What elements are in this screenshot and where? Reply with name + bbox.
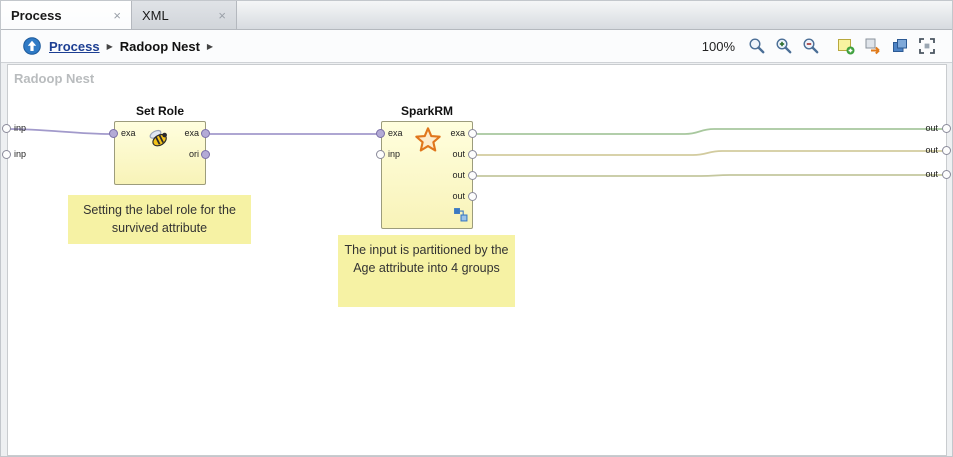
sticky-note-sparkrm-text: The input is partitioned by the Age attr… [344, 243, 509, 275]
tab-xml[interactable]: XML × [132, 1, 237, 29]
canvas-output-port-3[interactable] [942, 170, 951, 179]
bee-icon [145, 125, 173, 158]
tab-process-label: Process [11, 7, 62, 23]
canvas-input-port-2-label: inp [14, 149, 27, 159]
canvas-input-port-2[interactable] [2, 150, 11, 159]
set-role-title: Set Role [135, 104, 184, 118]
subprocess-icon[interactable] [453, 207, 468, 227]
sparkrm-output-port-out3[interactable] [468, 192, 477, 201]
canvas-output-port-1-label: out [925, 123, 938, 133]
process-up-icon[interactable] [23, 37, 41, 55]
canvas-output-port-1[interactable] [942, 124, 951, 133]
add-note-icon[interactable] [837, 37, 855, 55]
sparkrm-output-port-out1[interactable] [468, 150, 477, 159]
breadcrumb-process-link[interactable]: Process [49, 38, 100, 54]
tab-xml-close-icon[interactable]: × [218, 7, 226, 23]
canvas-output-port-2[interactable] [942, 146, 951, 155]
sticky-note-set-role-text: Setting the label role for the survived … [83, 203, 236, 235]
breadcrumb-separator-icon: ▶ [106, 41, 113, 51]
canvas-watermark: Radoop Nest [14, 71, 95, 86]
sparkrm-title: SparkRM [400, 104, 453, 118]
set-role-output-port-exa-label: exa [184, 128, 199, 138]
sparkrm-output-port-exa-label: exa [450, 128, 465, 138]
tab-process-close-icon[interactable]: × [113, 7, 121, 23]
arrange-windows-icon[interactable] [891, 37, 909, 55]
sparkrm-input-port-exa[interactable] [376, 129, 385, 138]
tab-bar: Process × XML × [1, 1, 952, 30]
fit-to-screen-icon[interactable] [918, 37, 936, 55]
sticky-note-set-role[interactable]: Setting the label role for the survived … [68, 195, 251, 244]
sparkrm-output-port-out3-label: out [452, 191, 465, 201]
set-role-output-port-ori-label: ori [188, 149, 199, 159]
star-icon [414, 126, 442, 159]
sparkrm-output-port-out1-label: out [452, 149, 465, 159]
tab-process[interactable]: Process × [1, 1, 132, 29]
sparkrm-input-port-inp[interactable] [376, 150, 385, 159]
canvas-toolbar: 100% [702, 37, 942, 55]
breadcrumb-current[interactable]: Radoop Nest [119, 38, 200, 54]
canvas-input-port-1[interactable] [2, 124, 11, 133]
sparkrm-input-port-inp-label: inp [388, 149, 401, 159]
canvas-input-port-1-label: inp [14, 123, 27, 133]
breadcrumb-bar: Process ▶ Radoop Nest ▶ 100% [1, 30, 952, 63]
set-role-input-port-exa[interactable] [109, 129, 118, 138]
breadcrumb-separator-icon: ▶ [206, 41, 214, 51]
sparkrm-output-port-out2-label: out [452, 170, 465, 180]
zoom-level: 100% [701, 38, 735, 54]
auto-wire-icon[interactable] [864, 37, 882, 55]
set-role-output-port-ori[interactable] [201, 150, 210, 159]
zoom-percent-icon[interactable] [748, 37, 766, 55]
zoom-out-icon[interactable] [802, 37, 820, 55]
set-role-input-port-exa-label: exa [121, 128, 136, 138]
zoom-in-icon[interactable] [775, 37, 793, 55]
canvas-output-port-3-label: out [925, 169, 938, 179]
tab-xml-label: XML [142, 7, 169, 23]
set-role-output-port-exa[interactable] [201, 129, 210, 138]
sparkrm-output-port-exa[interactable] [468, 129, 477, 138]
sticky-note-sparkrm[interactable]: The input is partitioned by the Age attr… [338, 235, 515, 307]
sparkrm-output-port-out2[interactable] [468, 171, 477, 180]
canvas-output-port-2-label: out [925, 145, 938, 155]
sparkrm-input-port-exa-label: exa [388, 128, 403, 138]
